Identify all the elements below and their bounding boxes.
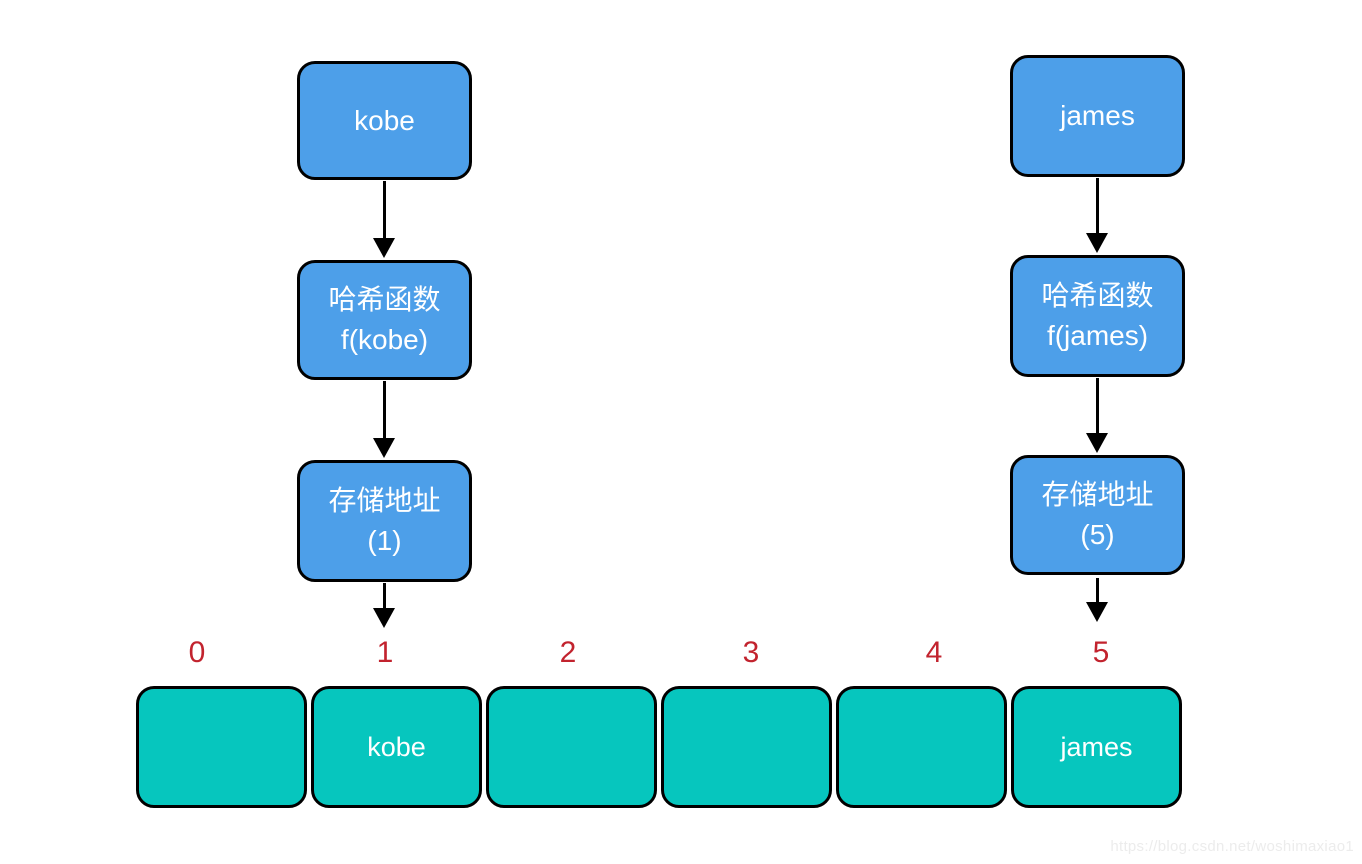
array-cell — [486, 686, 657, 808]
array-index-label: 2 — [559, 636, 577, 669]
storage-address-box-james: 存储地址 (5) — [1010, 455, 1185, 575]
key-label: kobe — [354, 104, 415, 136]
arrow-down-icon — [373, 583, 395, 628]
hash-function-label: 哈希函数 — [328, 284, 441, 316]
hash-function-box-kobe: 哈希函数 f(kobe) — [297, 260, 472, 380]
arrow-down-icon — [1086, 578, 1108, 622]
watermark-url: https://blog.csdn.net/woshimaxiao1 — [1110, 838, 1354, 855]
array-cell-value: kobe — [367, 731, 426, 762]
arrow-down-icon — [1086, 178, 1108, 253]
array-cell — [836, 686, 1007, 808]
arrow-down-icon — [1086, 378, 1108, 453]
hash-function-expression: f(james) — [1046, 320, 1149, 351]
hash-function-box-james: 哈希函数 f(james) — [1010, 255, 1185, 377]
storage-address-box-kobe: 存储地址 (1) — [297, 460, 472, 582]
array-cell-value: james — [1060, 731, 1133, 762]
hash-function-expression: f(kobe) — [340, 324, 429, 355]
hash-function-label: 哈希函数 — [1041, 280, 1154, 312]
array-cell — [136, 686, 307, 808]
storage-address-label: 存储地址 — [1041, 479, 1154, 511]
key-box-kobe: kobe — [297, 61, 472, 180]
hash-array: kobe james — [136, 686, 1182, 808]
array-cell: kobe — [311, 686, 482, 808]
key-box-james: james — [1010, 55, 1185, 177]
array-index-label: 5 — [1092, 636, 1110, 669]
key-label: james — [1060, 100, 1135, 132]
array-index-label: 3 — [742, 636, 760, 669]
array-index-label: 1 — [376, 636, 394, 669]
storage-address-value: (5) — [1080, 519, 1115, 550]
array-cell — [661, 686, 832, 808]
storage-address-value: (1) — [367, 525, 402, 556]
array-cell: james — [1011, 686, 1182, 808]
storage-address-label: 存储地址 — [328, 485, 441, 517]
arrow-down-icon — [373, 381, 395, 458]
array-index-label: 4 — [925, 636, 943, 669]
array-index-label: 0 — [188, 636, 206, 669]
arrow-down-icon — [373, 181, 395, 258]
